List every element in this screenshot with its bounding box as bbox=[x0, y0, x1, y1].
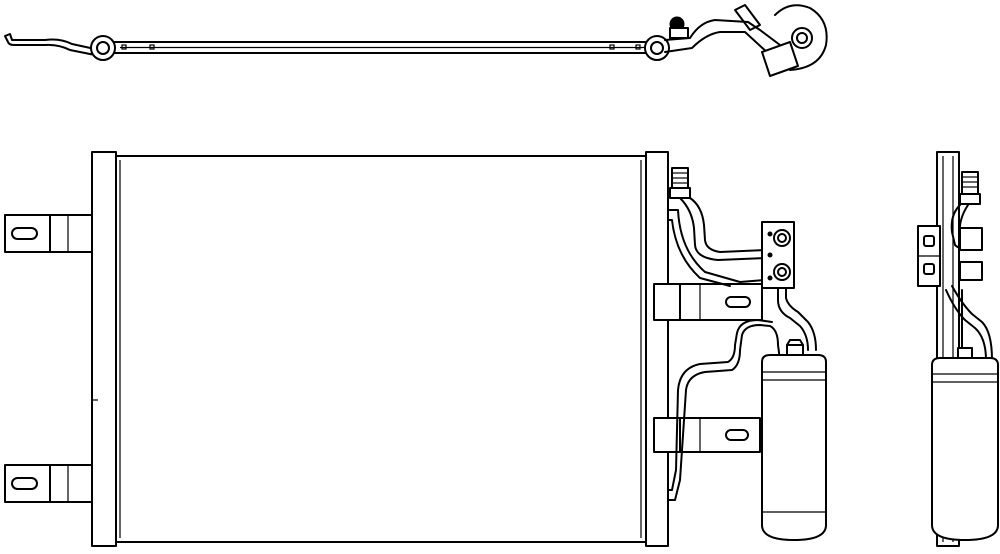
front-view-inlet-fitting bbox=[669, 167, 691, 199]
front-view-core bbox=[115, 155, 647, 543]
front-view-loop-pipe bbox=[667, 319, 781, 501]
front-view bbox=[4, 151, 827, 547]
side-view-inlet-fitting bbox=[959, 171, 981, 205]
front-view-right-header bbox=[645, 151, 669, 547]
top-view bbox=[4, 4, 828, 77]
front-view-upper-left-bracket bbox=[4, 214, 106, 253]
top-view-left-boss bbox=[90, 35, 116, 61]
front-view-receiver-dryer bbox=[761, 339, 827, 541]
front-view-lower-right-bracket bbox=[653, 417, 761, 453]
front-view-valve-block bbox=[761, 221, 795, 289]
top-view-right-boss bbox=[644, 35, 670, 61]
front-view-upper-right-bracket bbox=[653, 283, 763, 321]
side-view bbox=[917, 151, 999, 547]
front-view-lower-left-bracket bbox=[4, 464, 106, 503]
top-view-dryer-block bbox=[761, 41, 799, 77]
side-view-bracket bbox=[917, 225, 941, 287]
top-view-dryer bbox=[774, 4, 828, 71]
front-view-pipe-upper bbox=[679, 197, 766, 261]
front-view-left-header bbox=[91, 151, 117, 547]
side-view-receiver-dryer bbox=[931, 347, 999, 541]
top-view-left-rod bbox=[4, 33, 96, 56]
